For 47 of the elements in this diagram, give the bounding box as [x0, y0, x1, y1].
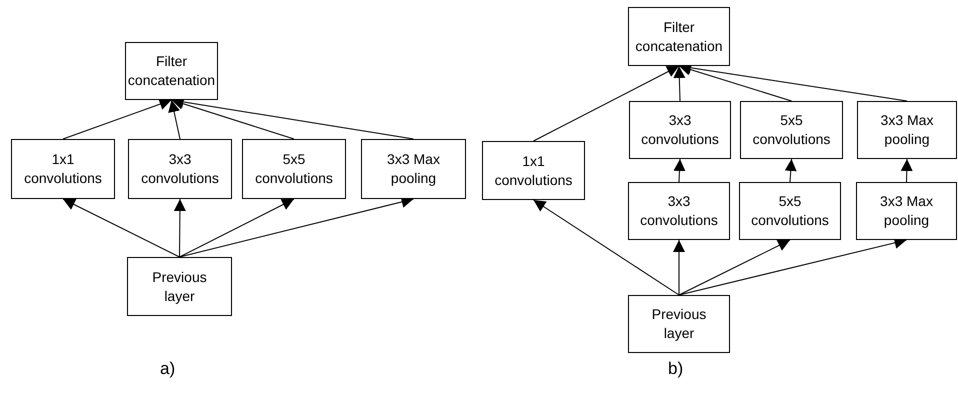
arrow	[533, 66, 680, 142]
layer-box	[857, 101, 957, 159]
arrow	[678, 240, 790, 296]
arrow	[673, 240, 685, 296]
layer-label: 3x3 convolutions	[640, 111, 720, 149]
layer-label: 3x3 Max pooling	[879, 192, 934, 230]
layer-box	[628, 295, 730, 353]
panel-label: a)	[160, 358, 176, 380]
layer-label: 3x3 convolutions	[140, 150, 220, 188]
layer-box	[629, 101, 731, 159]
layer-box	[740, 101, 843, 159]
layer-box	[856, 182, 957, 240]
layer-label: 5x5 convolutions	[750, 192, 830, 230]
arrow	[179, 198, 294, 258]
layer-box	[242, 139, 346, 199]
layer-label: 3x3 Max pooling	[880, 111, 934, 149]
arrow	[168, 100, 180, 140]
layer-label: 3x3 Max pooling	[386, 150, 441, 188]
arrow	[673, 158, 686, 182]
arrow	[171, 98, 294, 140]
layer-label: Previous layer	[151, 268, 208, 306]
layer-label: 5x5 convolutions	[752, 111, 832, 149]
layer-box	[11, 139, 115, 199]
layer-label: 1x1 convolutions	[23, 150, 103, 188]
arrow	[533, 200, 680, 296]
arrow	[900, 158, 913, 182]
layer-box	[127, 257, 232, 316]
layer-box	[128, 139, 232, 199]
layer-label: 5x5 convolutions	[254, 150, 334, 188]
layer-label: Filter concatenation	[635, 18, 723, 56]
layer-label: Filter concatenation	[128, 52, 216, 90]
layer-label: 3x3 convolutions	[639, 192, 719, 230]
arrow	[678, 64, 792, 102]
arrow	[62, 198, 180, 258]
layer-box	[482, 141, 585, 200]
arrow	[62, 98, 172, 140]
layer-box	[361, 139, 466, 199]
layer-box	[125, 42, 218, 100]
arrow	[174, 198, 186, 258]
arrow	[784, 158, 797, 182]
layer-label: 1x1 convolutions	[494, 152, 574, 190]
arrow	[673, 66, 686, 102]
layer-box	[628, 182, 730, 240]
panel-label: b)	[668, 358, 684, 380]
layer-box	[739, 182, 841, 240]
layer-label: Previous layer	[650, 305, 708, 343]
layer-box	[628, 7, 730, 66]
